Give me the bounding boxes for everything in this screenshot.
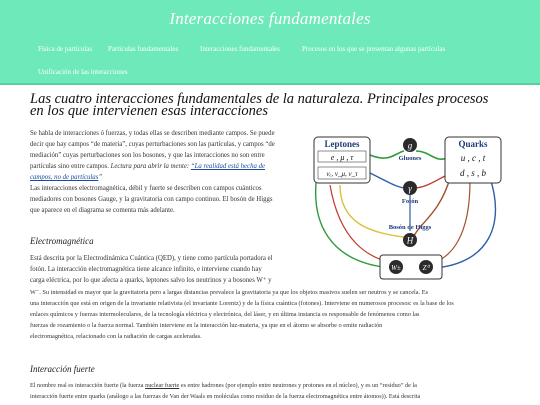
text-line: enlaces químicos y fuerzas intermolecula…	[30, 311, 420, 319]
gluon-node	[403, 138, 417, 152]
leptons-neutrino-cell	[317, 166, 367, 180]
text-line: mediadores con bosones Gauge, y la gravi…	[30, 196, 273, 203]
w-boson-symbol: W±	[391, 264, 401, 272]
reading-link-cont[interactable]: campos, no de partículas	[30, 174, 99, 181]
quote-close: ”	[98, 174, 103, 181]
higgs-label: Bosón de Higgs	[389, 224, 432, 231]
text-line: Está descrita por la Electrodinámica Cuá…	[30, 255, 273, 262]
text-line: interacción fuerte entre quarks (análogo…	[30, 393, 421, 400]
gluon-symbol: g	[408, 141, 413, 151]
text-fragment: es entre hadrones (por ejemplo entre neu…	[179, 382, 417, 389]
leptons-charged-cell	[317, 150, 367, 163]
connector-line	[434, 177, 497, 269]
text-line: una interacción que está en origen de la…	[30, 299, 454, 307]
text-line: fuerzas de rozamiento o la fuerza normal…	[30, 322, 383, 330]
text-line: mediación” cuyas perturbaciones son los …	[30, 152, 265, 159]
nav-item-fundamental-particles[interactable]: Partículas fundamentales	[108, 45, 179, 53]
nav-item-fundamental-interactions[interactable]: Interacciones fundamentales	[200, 45, 280, 53]
connector-line	[369, 172, 407, 189]
nuclear-force-link[interactable]: nuclear fuerte	[145, 382, 180, 389]
site-title[interactable]: Interacciones fundamentales	[169, 9, 371, 28]
text-line: Las interacciones electromagnética, débi…	[30, 185, 262, 192]
photon-node	[403, 181, 417, 195]
text-line: electromagnética, relacionado con la rad…	[30, 333, 202, 341]
text-fragment: El nombre real es interacción fuerte (la…	[30, 382, 146, 389]
section-heading-strong: Interacción fuerte	[30, 364, 95, 374]
strong-paragraph: El nombre real es interacción fuerte (la…	[30, 380, 520, 402]
quarks-up-type: u , c , t	[461, 153, 486, 163]
quarks-box	[444, 136, 502, 184]
nav-item-processes[interactable]: Procesos en los que se presentan algunas…	[302, 45, 446, 53]
z-boson-symbol: Z⁰	[423, 264, 431, 272]
page-title: Las cuatro interacciones fundamentales d…	[30, 91, 520, 119]
quarks-title: Quarks	[458, 139, 488, 149]
interactions-diagram: Leptones e , μ , τ νₑ, ν_μ, ν_τ Quarks u…	[313, 136, 502, 280]
text-line: carga eléctrica, por lo que afecta a qua…	[30, 277, 272, 285]
higgs-node	[403, 233, 417, 247]
page-title-line-2: en los que intervienen esas interaccione…	[30, 103, 268, 119]
connector-line	[431, 180, 471, 264]
connector-line	[314, 167, 393, 269]
text-line: campos, no de partículas”	[30, 172, 310, 183]
z-boson-node	[419, 260, 433, 274]
photon-label: Fotón	[402, 198, 419, 205]
connector-line	[369, 150, 405, 159]
intro-paragraph: Se habla de interacciones ó fuerzas, y t…	[30, 128, 310, 216]
nav-item-particle-physics[interactable]: Física de partículas	[38, 45, 93, 53]
reading-label: Lectura para abrir la mente:	[110, 163, 190, 170]
leptons-neutrinos: νₑ, ν_μ, ν_τ	[326, 170, 358, 178]
nav-item-unification[interactable]: Unificación de las interacciones	[38, 68, 128, 76]
text-line: decir que hay campos “de materia”, cuyas…	[30, 141, 275, 148]
reading-link[interactable]: “La realidad está hecha de	[190, 163, 265, 170]
connector-line	[415, 150, 448, 160]
page-title-line-1: Las cuatro interacciones fundamentales d…	[30, 91, 489, 107]
photon-symbol: γ	[408, 184, 412, 194]
connector-line	[329, 184, 393, 264]
text-line: partículas sino entre campos. Lectura pa…	[30, 161, 310, 172]
text-line: W⁻. Su intensidad es mayor que la gravit…	[30, 288, 429, 296]
text-line: El nombre real es interacción fuerte (la…	[30, 380, 520, 391]
connector-line	[413, 177, 451, 237]
text-fragment: partículas sino entre campos.	[30, 163, 109, 170]
text-line: Se habla de interacciones ó fuerzas, y t…	[30, 130, 275, 137]
site-header: Interacciones fundamentales Física de pa…	[0, 0, 540, 85]
text-line: fotón. La interacción electromagnética t…	[30, 266, 262, 274]
higgs-symbol: H	[406, 236, 414, 246]
leptons-charged: e , μ , τ	[331, 153, 355, 162]
em-paragraph: Está descrita por la Electrodinámica Cuá…	[30, 253, 510, 343]
gluon-label: Gluones	[399, 155, 422, 162]
quarks-down-type: d , s , b	[460, 168, 487, 178]
connector-line	[339, 184, 405, 238]
text-line: que aparece en el diagrama se comenta má…	[30, 207, 175, 214]
section-heading-electromagnetic: Electromagnética	[30, 236, 94, 246]
leptons-title: Leptones	[324, 139, 360, 149]
connector-line	[413, 174, 448, 189]
w-boson-node	[389, 260, 403, 274]
